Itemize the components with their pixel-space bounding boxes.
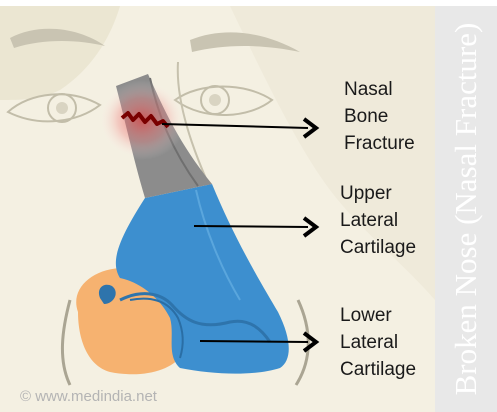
- label-lower-lateral-cartilage: Lower Lateral Cartilage: [340, 302, 416, 383]
- right-pupil: [209, 94, 221, 106]
- label-nasal-bone-fracture: Nasal Bone Fracture: [344, 76, 415, 157]
- side-title-panel: Broken Nose (Nasal Fracture): [435, 6, 497, 412]
- watermark: © www.medindia.net: [20, 388, 157, 405]
- side-title: Broken Nose (Nasal Fracture): [448, 23, 484, 396]
- left-pupil: [56, 102, 68, 114]
- label-upper-lateral-cartilage: Upper Lateral Cartilage: [340, 180, 416, 261]
